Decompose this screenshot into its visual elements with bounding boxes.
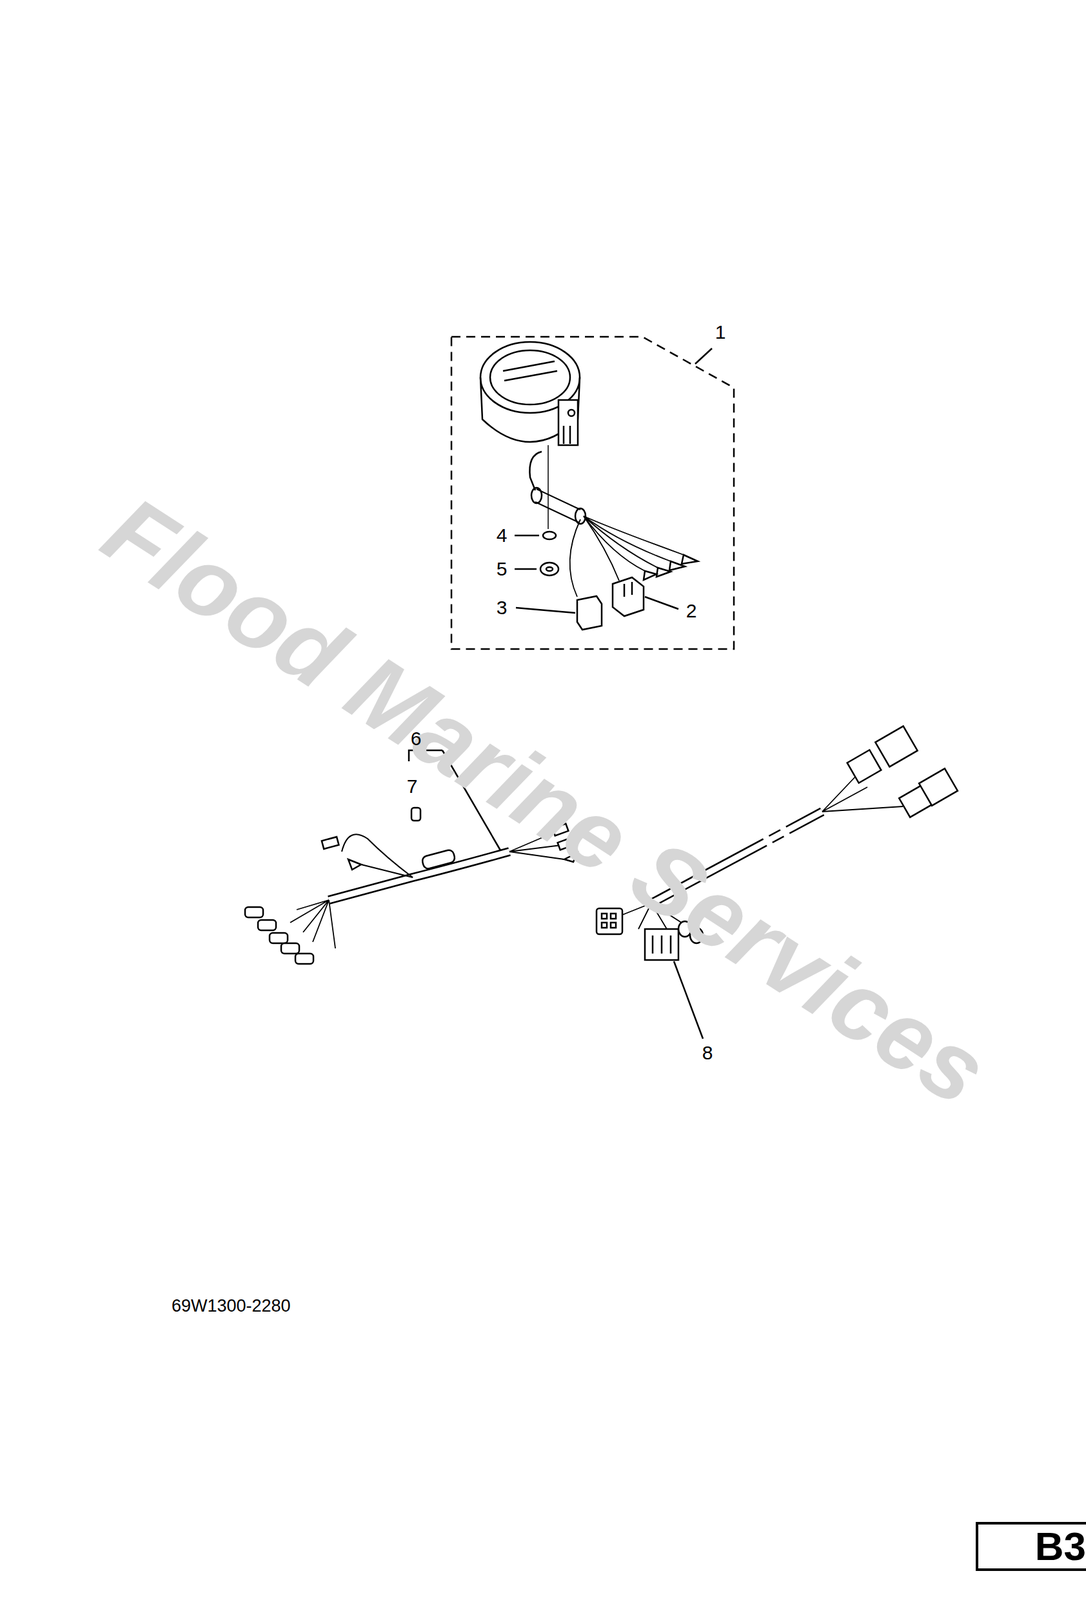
page-tag: B3 xyxy=(1035,1525,1086,1566)
callout-number: 5 xyxy=(496,559,508,579)
callout-number: 3 xyxy=(496,597,508,618)
page-tag-box: B3 xyxy=(975,1521,1086,1571)
leader-line xyxy=(695,348,712,364)
leader-line xyxy=(515,607,576,613)
leader-line xyxy=(673,960,703,1039)
watermark: Flood Marine Services xyxy=(88,480,1003,1121)
group-outline xyxy=(451,336,734,649)
leader-line xyxy=(644,596,679,609)
part-code: 69W1300-2280 xyxy=(171,1296,291,1315)
callout-number: 6 xyxy=(410,728,422,749)
leader-line xyxy=(514,534,540,537)
callout-number: 4 xyxy=(496,525,508,545)
callout-number: 8 xyxy=(702,1042,714,1063)
gauge xyxy=(480,341,698,630)
callout-number: 7 xyxy=(406,776,418,796)
leader-line xyxy=(514,568,537,571)
callout-number: 1 xyxy=(715,322,727,342)
callout-number: 2 xyxy=(686,601,698,621)
fuse xyxy=(411,807,421,821)
